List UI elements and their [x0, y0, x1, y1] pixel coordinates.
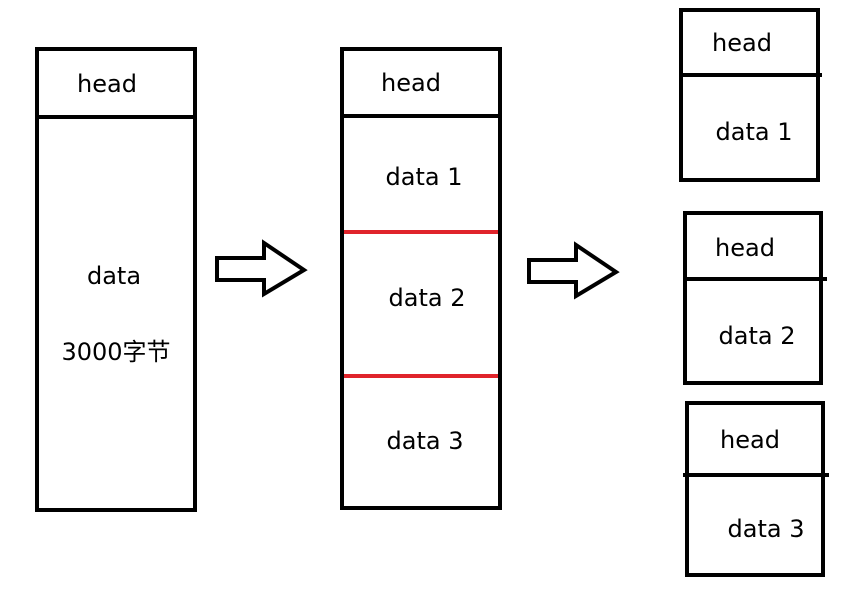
- segmented-packet-header-divider: [340, 114, 502, 118]
- fragment-2-head-label: head: [715, 234, 775, 262]
- segment-split-line-1: [344, 230, 498, 234]
- fragment-3-box: [685, 401, 825, 577]
- right-arrow-icon: [215, 239, 308, 298]
- fragment-3-data-label: data 3: [727, 515, 805, 543]
- segmented-packet-box: [340, 47, 502, 510]
- fragment-2-box: [683, 211, 823, 385]
- fragment-2-data-label: data 2: [718, 322, 796, 350]
- original-packet-box: [35, 47, 197, 512]
- fragment-1-header-divider: [679, 73, 822, 77]
- original-packet-head-label: head: [77, 70, 137, 98]
- segment-label-1: data 1: [385, 163, 463, 191]
- fragment-3-head-label: head: [720, 426, 780, 454]
- fragment-1-box: [679, 8, 820, 182]
- segment-label-2: data 2: [388, 284, 466, 312]
- right-arrow-icon: [527, 241, 620, 300]
- segment-split-line-2: [344, 374, 498, 378]
- segment-label-3: data 3: [386, 427, 464, 455]
- fragment-1-data-label: data 1: [715, 118, 793, 146]
- original-packet-size-label: 3000字节: [61, 338, 171, 366]
- original-packet-data-label: data: [86, 262, 142, 290]
- fragment-3-header-divider: [683, 473, 829, 477]
- original-packet-header-divider: [35, 115, 197, 119]
- segmented-packet-head-label: head: [381, 69, 441, 97]
- fragment-2-header-divider: [683, 277, 827, 281]
- fragment-1-head-label: head: [712, 29, 772, 57]
